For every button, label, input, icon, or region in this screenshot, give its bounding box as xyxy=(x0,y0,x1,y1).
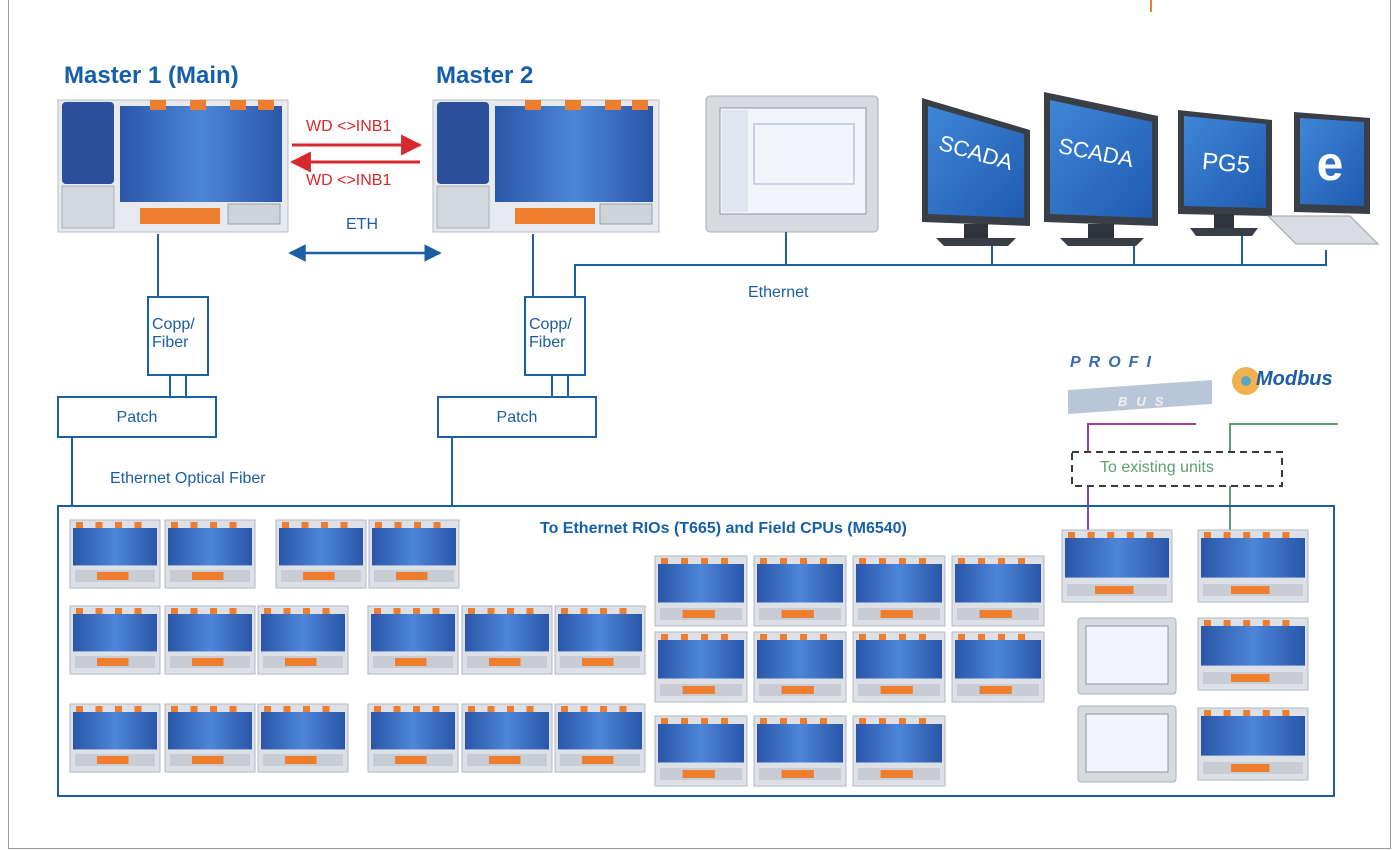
monitor-scada-1 xyxy=(922,98,1030,246)
fiber-wiring xyxy=(71,232,1327,506)
field-rio-unit xyxy=(368,519,460,589)
monitor-scada-2 xyxy=(1044,92,1158,246)
patch-left-label: Patch xyxy=(116,409,158,426)
field-rio-unit xyxy=(654,631,748,703)
profibus-title: PROFI xyxy=(1070,354,1159,371)
field-rio-unit xyxy=(164,605,256,675)
monitor-pg5 xyxy=(1178,110,1272,236)
field-rio-unit xyxy=(367,703,459,773)
diagram-frame xyxy=(8,0,1391,849)
patch-right-label: Patch xyxy=(496,409,538,426)
optical-fiber-label: Ethernet Optical Fiber xyxy=(110,470,266,487)
accent-mark xyxy=(1150,0,1152,12)
field-rio-unit xyxy=(1197,529,1309,603)
field-rio-unit xyxy=(753,715,847,787)
field-rio-unit xyxy=(852,715,946,787)
field-heading: To Ethernet RIOs (T665) and Field CPUs (… xyxy=(540,520,907,537)
ethernet-label: Ethernet xyxy=(748,284,809,301)
field-rio-unit xyxy=(69,519,161,589)
field-rio-unit xyxy=(461,703,553,773)
modbus-line xyxy=(1229,423,1338,530)
wd-label-bottom: WD <>INB1 xyxy=(306,172,392,189)
master1-title: Master 1 (Main) xyxy=(64,62,239,89)
field-rio-unit xyxy=(275,519,367,589)
hmi-panel xyxy=(705,95,879,233)
wd-label-top: WD <>INB1 xyxy=(306,118,392,135)
field-rio-unit xyxy=(951,555,1045,627)
field-rio-unit xyxy=(164,519,256,589)
field-rio-unit xyxy=(69,605,161,675)
existing-units-box xyxy=(1071,451,1283,487)
modbus-logo xyxy=(1232,367,1260,395)
field-rio-unit xyxy=(554,703,646,773)
field-hmi-panel xyxy=(1077,705,1177,783)
field-rio-unit xyxy=(257,703,349,773)
field-rio-unit xyxy=(257,605,349,675)
field-box xyxy=(57,505,1335,797)
field-rio-unit xyxy=(367,605,459,675)
profibus-logo xyxy=(1068,380,1212,414)
field-hmi-panel xyxy=(1077,617,1177,695)
field-rio-unit xyxy=(654,555,748,627)
field-rio-unit xyxy=(164,703,256,773)
modbus-title: Modbus xyxy=(1256,368,1333,390)
profibus-subtitle: PROCESS FIELD BUS xyxy=(1090,376,1164,383)
patch-left: Patch xyxy=(57,396,217,438)
field-rio-unit xyxy=(1197,617,1309,691)
svg-text:e: e xyxy=(1317,138,1344,191)
eth-label: ETH xyxy=(346,216,378,233)
profibus-bus: BUS xyxy=(1118,394,1173,409)
patch-right: Patch xyxy=(437,396,597,438)
field-rio-unit xyxy=(753,555,847,627)
converter-left: Copp/ Fiber xyxy=(147,296,209,376)
field-rio-unit xyxy=(654,715,748,787)
master2-plc xyxy=(432,99,660,233)
field-rio-unit xyxy=(69,703,161,773)
field-rio-unit xyxy=(852,631,946,703)
field-rio-unit xyxy=(951,631,1045,703)
profibus-line xyxy=(1087,423,1196,530)
field-rio-unit xyxy=(554,605,646,675)
pg5-label: PG5 xyxy=(1200,147,1252,180)
master1-plc xyxy=(57,99,289,233)
field-rio-unit xyxy=(753,631,847,703)
existing-units-label: To existing units xyxy=(1100,459,1214,476)
converter-right: Copp/ Fiber xyxy=(524,296,586,376)
field-rio-unit xyxy=(461,605,553,675)
converter-left-label: Copp/ Fiber xyxy=(152,316,195,351)
field-rio-unit xyxy=(852,555,946,627)
master2-title: Master 2 xyxy=(436,62,534,89)
field-rio-unit xyxy=(1197,707,1309,781)
converter-right-label: Copp/ Fiber xyxy=(529,316,572,351)
monitor-browser: e xyxy=(1266,112,1380,245)
field-rio-unit xyxy=(1061,529,1173,603)
